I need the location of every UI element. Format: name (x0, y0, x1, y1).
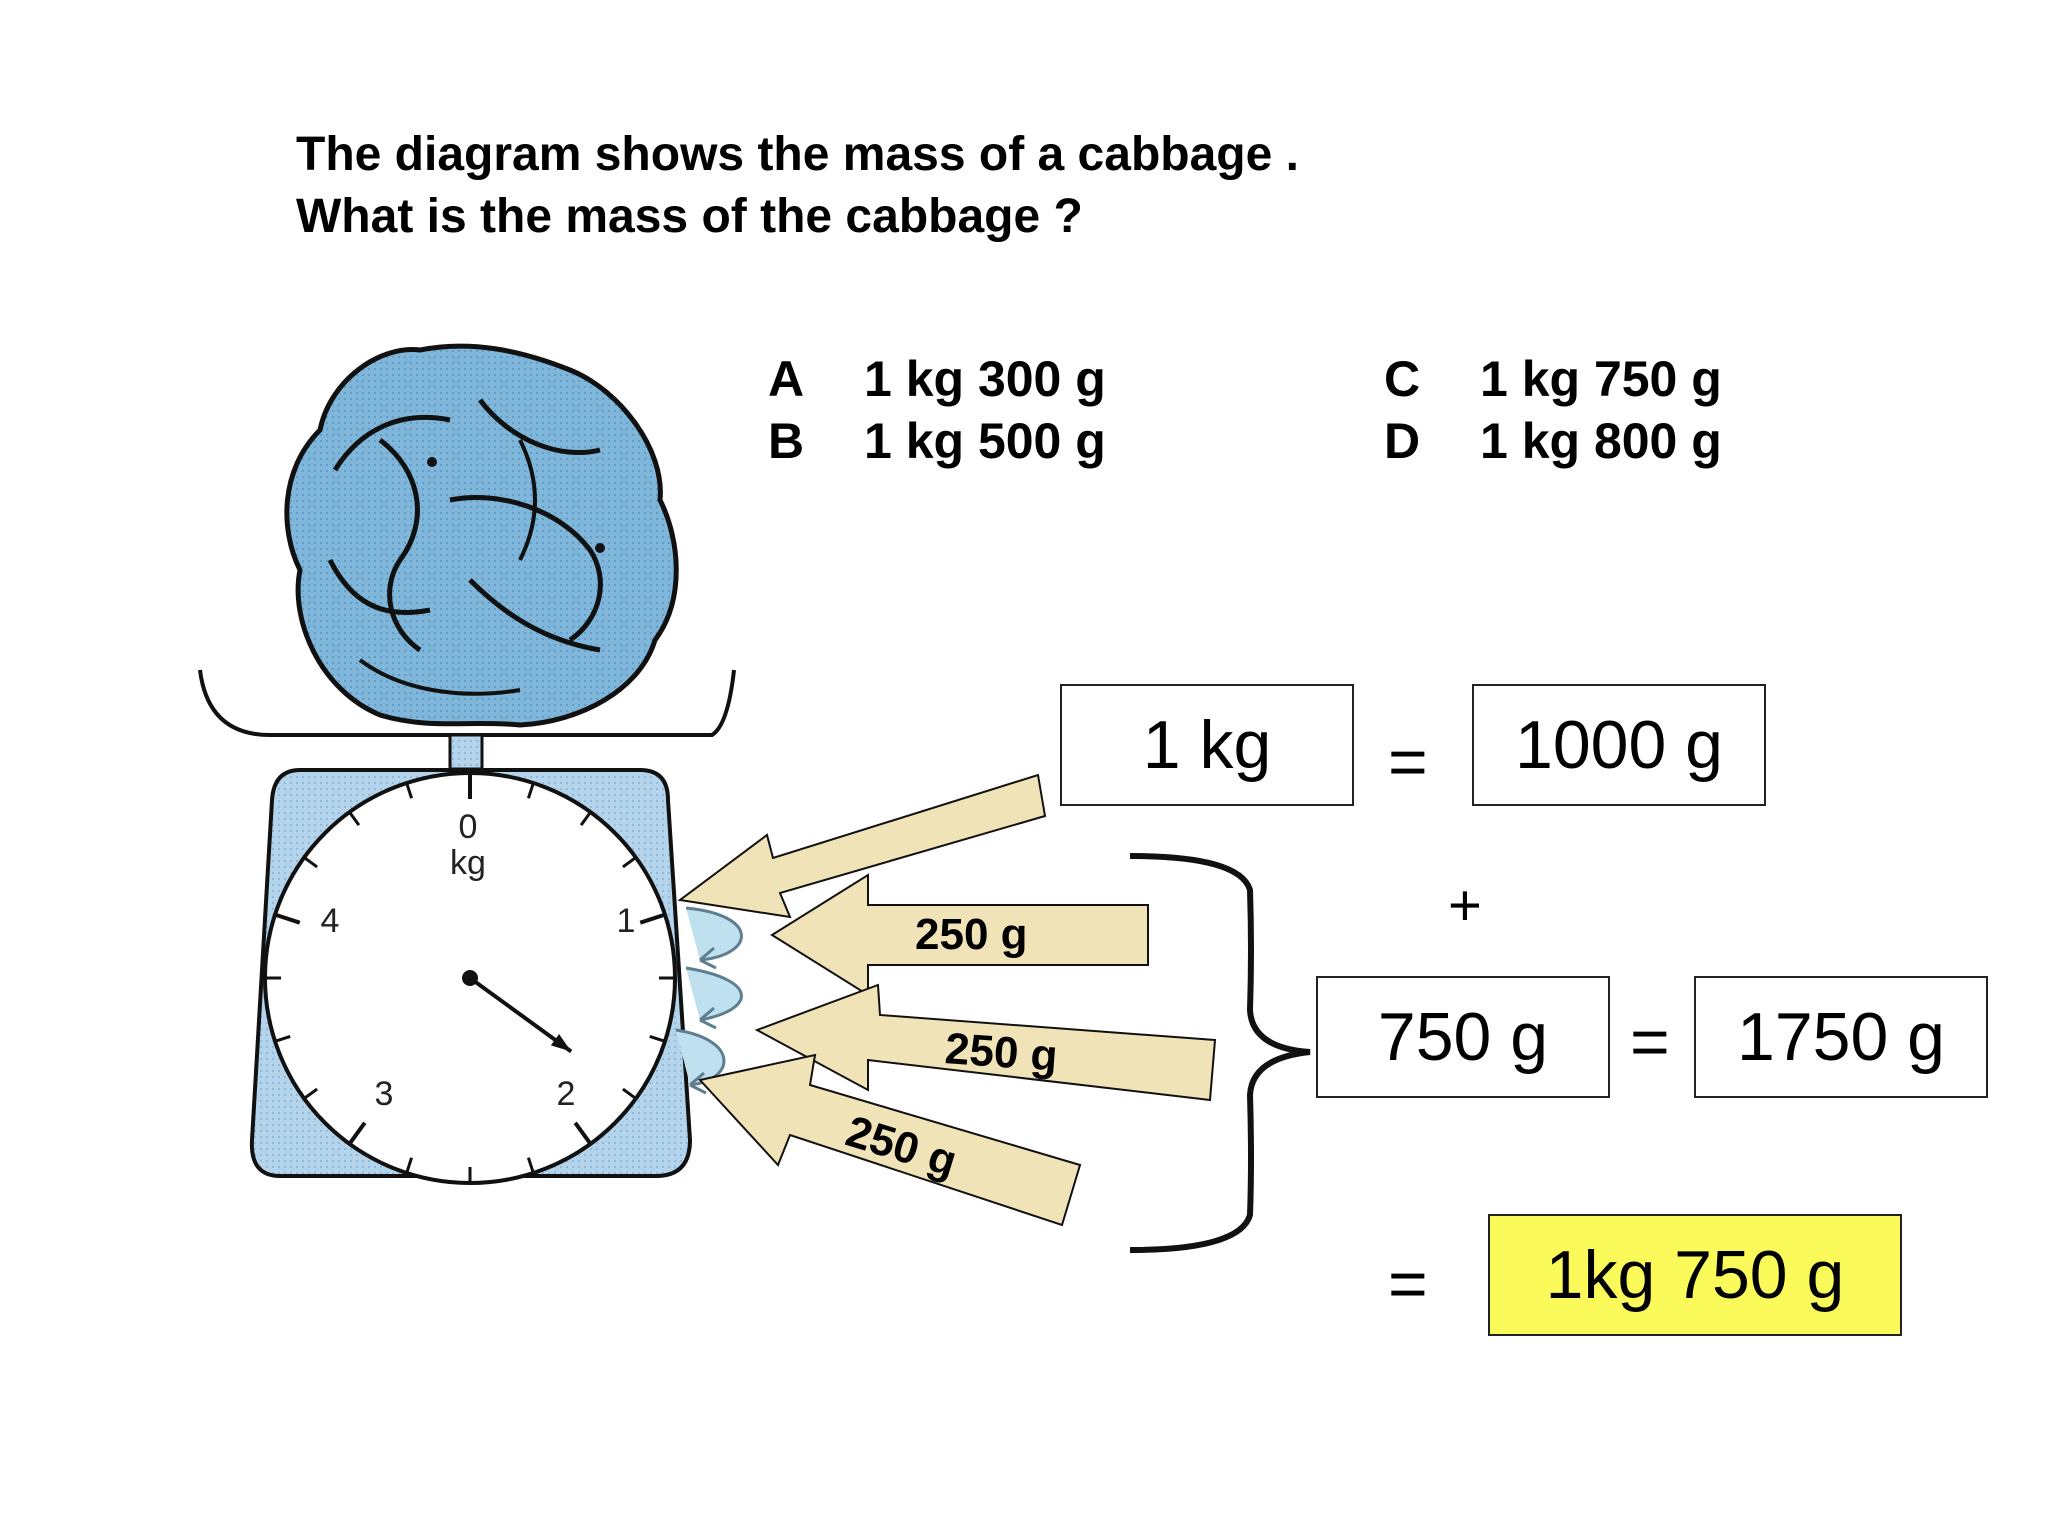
dial-pointer (462, 970, 573, 1054)
plus-sign: + (1448, 873, 1482, 938)
equals-sign-3: = (1388, 1246, 1428, 1322)
scale-dial (263, 771, 677, 1185)
scale-pan (198, 669, 736, 737)
dial-tick (622, 856, 637, 869)
question-text: The diagram shows the mass of a cabbage … (296, 124, 1299, 248)
dial-number-3: 3 (375, 1075, 394, 1113)
dial-tick (303, 1087, 318, 1100)
pointer-needle (468, 976, 573, 1054)
option-d-text: 1 kg 800 g (1480, 413, 1722, 469)
arrow-label-250g-1: 250 g (915, 910, 1028, 959)
dial-tick (405, 782, 414, 799)
grams-box: 750 g (1316, 976, 1610, 1098)
dial-zero-label: 0 (459, 808, 478, 846)
dial-tick (274, 912, 301, 925)
dial-tick (274, 1034, 291, 1043)
kg-box: 1 kg (1060, 684, 1354, 806)
dial-tick (405, 1157, 414, 1174)
gram-box: 1000 g (1472, 684, 1766, 806)
equals-sign-2: = (1630, 1004, 1670, 1080)
dial-tick (639, 912, 666, 925)
total-box: 1750 g (1694, 976, 1988, 1098)
curly-brace (1129, 853, 1311, 1253)
arrow-label-250g-2: 250 g (943, 1024, 1060, 1081)
dial-tick (526, 782, 535, 799)
option-a: A 1 kg 300 g (768, 350, 1106, 408)
dial-tick (649, 1034, 666, 1043)
dial-tick (348, 811, 361, 826)
dial-number-1: 1 (617, 902, 636, 940)
dial-tick (579, 811, 592, 826)
option-a-text: 1 kg 300 g (864, 351, 1106, 407)
dial-tick (573, 1121, 593, 1146)
dial-number-2: 2 (557, 1075, 576, 1113)
question-line-1: The diagram shows the mass of a cabbage … (296, 128, 1299, 181)
option-b-text: 1 kg 500 g (864, 413, 1106, 469)
dial-ticks (265, 773, 675, 1183)
option-a-letter: A (768, 351, 805, 407)
cabbage-illustration (284, 343, 679, 728)
pointer-hub (462, 970, 478, 986)
dial-tick (622, 1087, 637, 1100)
arrow-250g-1 (770, 873, 1149, 997)
arrow-1kg (677, 773, 1047, 919)
option-c: C 1 kg 750 g (1384, 350, 1722, 408)
option-d-letter: D (1384, 413, 1421, 469)
dial-number-4: 4 (321, 902, 340, 940)
answer-box: 1kg 750 g (1488, 1214, 1902, 1336)
dial-unit-label: kg (450, 844, 486, 882)
scale-stem (448, 733, 484, 771)
option-b: B 1 kg 500 g (768, 412, 1106, 470)
option-c-text: 1 kg 750 g (1480, 351, 1722, 407)
step-curl-arrows (675, 906, 743, 1095)
pointer-head (550, 1034, 572, 1052)
arrow-250g-3 (698, 1053, 1082, 1227)
dial-tick (347, 1121, 367, 1146)
dial-tick (526, 1157, 535, 1174)
option-d: D 1 kg 800 g (1384, 412, 1722, 470)
dial-tick (303, 856, 318, 869)
question-line-2: What is the mass of the cabbage ? (296, 190, 1083, 243)
option-c-letter: C (1384, 351, 1421, 407)
option-b-letter: B (768, 413, 805, 469)
equals-sign-1: = (1388, 724, 1428, 800)
